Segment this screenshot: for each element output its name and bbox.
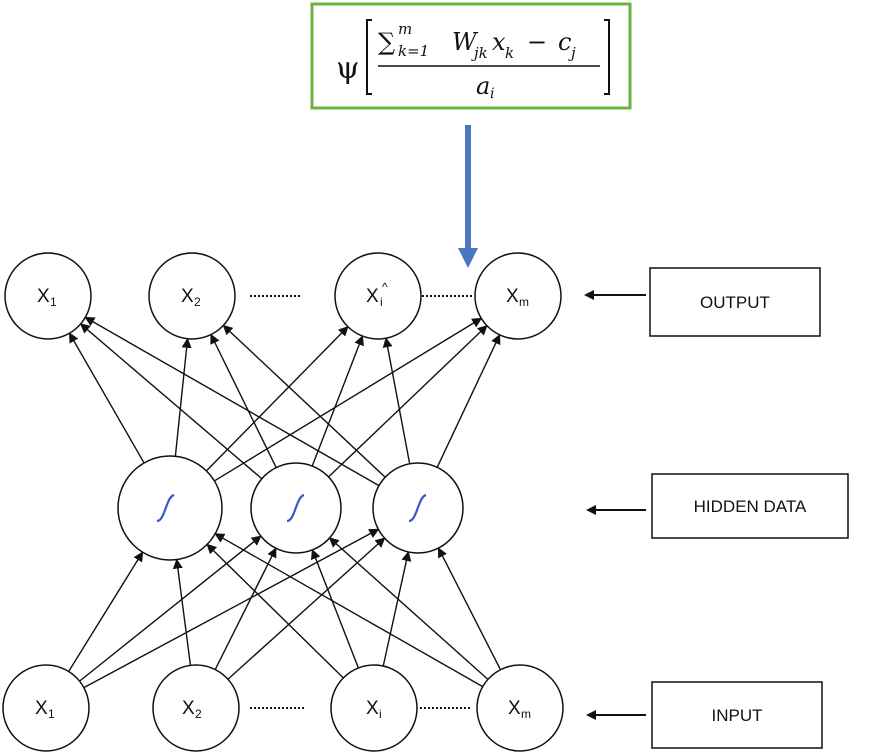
formula-arrow-head bbox=[458, 248, 478, 268]
input-node-1-base: X bbox=[35, 698, 48, 719]
hidden-node-3 bbox=[372, 462, 464, 554]
edge-hidden-3-output-4 bbox=[436, 333, 501, 468]
connections bbox=[68, 316, 502, 689]
input-label-box bbox=[651, 681, 823, 749]
input-node-2-base: X bbox=[182, 698, 195, 719]
output-node-i: X i ^ bbox=[334, 252, 422, 340]
output-node-2-base: X bbox=[181, 286, 194, 307]
formula-denominator: a bbox=[476, 72, 490, 100]
input-node-i: X i bbox=[330, 664, 418, 752]
hidden-node-1 bbox=[117, 455, 223, 561]
input-node-i-sub: i bbox=[379, 707, 382, 721]
input-node-m-sub: m bbox=[521, 707, 531, 721]
edge-input-3-hidden-1 bbox=[206, 543, 344, 679]
formula-arrow bbox=[458, 125, 478, 268]
hidden-layer bbox=[117, 455, 464, 561]
formula-c-sub: j bbox=[568, 44, 576, 62]
hidden-label-text: HIDDEN DATA bbox=[694, 497, 807, 516]
formula-border bbox=[310, 2, 632, 110]
output-layer: X 1 X 2 X i ^ X m bbox=[4, 252, 562, 340]
edge-input-3-hidden-3 bbox=[382, 550, 412, 667]
edge-input-4-hidden-3 bbox=[437, 547, 502, 671]
hidden-node-2 bbox=[250, 462, 342, 554]
formula-psi: ψ bbox=[336, 51, 360, 86]
edge-hidden-2-output-3 bbox=[311, 335, 364, 467]
output-node-1-base: X bbox=[37, 286, 50, 307]
input-node-m-base: X bbox=[508, 698, 521, 719]
formula-right-bracket bbox=[604, 19, 610, 95]
output-node-2: X 2 bbox=[148, 252, 236, 340]
formula-sum-lower: k=1 bbox=[398, 42, 429, 60]
edge-hidden-3-output-2 bbox=[222, 324, 386, 478]
output-node-m-sub: m bbox=[519, 295, 529, 309]
input-node-i-base: X bbox=[366, 698, 379, 719]
input-label-text: INPUT bbox=[712, 706, 763, 725]
output-node-m-base: X bbox=[506, 286, 519, 307]
edge-input-2-hidden-1 bbox=[172, 558, 192, 666]
formula-box: ψ ∑ m k=1 W jk x k − c j a i bbox=[310, 2, 632, 110]
formula-x-sub: k bbox=[505, 44, 514, 62]
output-node-i-sub: i bbox=[380, 295, 383, 309]
edge-hidden-1-output-4 bbox=[214, 317, 483, 482]
output-label: OUTPUT bbox=[584, 267, 821, 337]
hidden-label-box bbox=[651, 473, 849, 539]
input-node-1: X 1 bbox=[2, 664, 90, 752]
edge-hidden-1-output-1 bbox=[68, 332, 145, 464]
sigmoid-icon bbox=[156, 493, 175, 523]
input-node-2: X 2 bbox=[152, 664, 240, 752]
edge-input-1-hidden-3 bbox=[83, 528, 380, 689]
edge-input-1-hidden-2 bbox=[79, 535, 262, 682]
edge-input-1-hidden-1 bbox=[68, 551, 144, 672]
edge-hidden-1-output-3 bbox=[205, 325, 349, 472]
edge-hidden-2-output-2 bbox=[210, 333, 277, 468]
edge-hidden-2-output-1 bbox=[79, 323, 263, 480]
output-node-1: X 1 bbox=[4, 252, 92, 340]
output-node-1-sub: 1 bbox=[50, 295, 57, 309]
output-label-text: OUTPUT bbox=[700, 293, 770, 312]
input-node-2-sub: 2 bbox=[195, 707, 202, 721]
formula-sum-upper: m bbox=[398, 20, 412, 38]
layer-labels: OUTPUT HIDDEN DATA INPUT bbox=[584, 267, 849, 749]
output-node-2-sub: 2 bbox=[194, 295, 201, 309]
formula-left-bracket bbox=[366, 19, 372, 95]
edge-hidden-3-output-1 bbox=[84, 316, 380, 487]
formula-sum-symbol: ∑ bbox=[378, 28, 395, 56]
input-label: INPUT bbox=[586, 681, 823, 749]
formula-denominator-sub: i bbox=[490, 86, 494, 102]
edge-input-2-hidden-2 bbox=[214, 547, 277, 670]
edge-input-3-hidden-2 bbox=[310, 548, 360, 669]
input-node-1-sub: 1 bbox=[48, 707, 55, 721]
formula-w-sub: jk bbox=[471, 44, 488, 62]
formula-x: x bbox=[492, 28, 506, 56]
output-node-m: X m bbox=[474, 252, 562, 340]
edge-input-2-hidden-3 bbox=[227, 537, 386, 680]
input-node-m: X m bbox=[476, 664, 564, 752]
dotted-separators bbox=[250, 295, 474, 709]
edge-hidden-2-output-4 bbox=[328, 325, 488, 478]
output-node-i-hat: ^ bbox=[382, 280, 388, 294]
input-layer: X 1 X 2 X i X m bbox=[2, 664, 564, 752]
output-node-i-base: X bbox=[366, 286, 379, 307]
edge-input-4-hidden-1 bbox=[214, 533, 484, 688]
sigmoid-icon bbox=[286, 493, 305, 523]
edge-hidden-1-output-2 bbox=[174, 337, 192, 457]
edge-hidden-3-output-3 bbox=[382, 337, 411, 464]
formula-w: W bbox=[452, 28, 479, 56]
formula-c: c bbox=[558, 28, 571, 56]
hidden-label: HIDDEN DATA bbox=[586, 473, 849, 539]
formula-minus: − bbox=[527, 28, 547, 56]
edge-input-4-hidden-2 bbox=[328, 537, 489, 680]
sigmoid-icon bbox=[408, 493, 427, 523]
output-label-box bbox=[649, 267, 821, 337]
